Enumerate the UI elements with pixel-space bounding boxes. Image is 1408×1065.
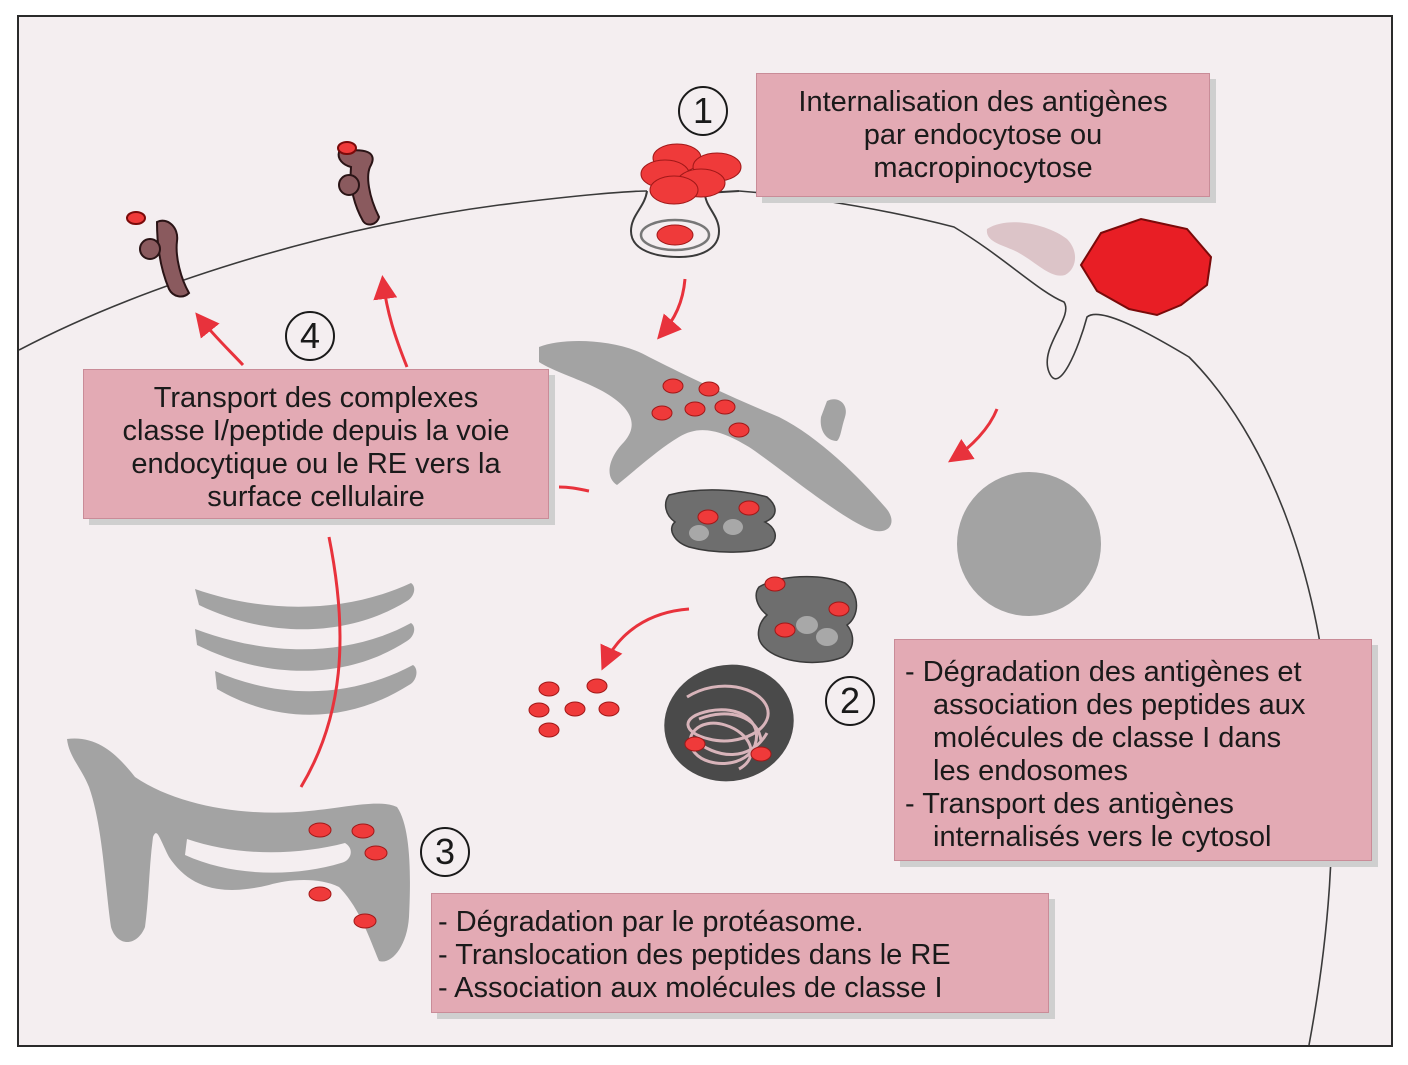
- step-4-line: surface cellulaire: [207, 481, 425, 513]
- mhc-complex: [126, 211, 191, 298]
- early-endosome: [539, 341, 892, 532]
- step-1-line: par endocytose ou: [863, 119, 1103, 151]
- step-2-line: internalisés vers le cytosol: [933, 821, 1272, 853]
- proteasome-compartment: [664, 664, 794, 782]
- transport-arrows: [195, 275, 999, 671]
- step-3-line: - Association aux molécules de classe I: [438, 972, 943, 1004]
- step-4-line: classe I/peptide depuis la voie: [122, 415, 510, 447]
- antigen-cluster: [640, 143, 742, 205]
- step-4-line: Transport des complexes: [153, 382, 479, 414]
- cell-membrane: [19, 190, 648, 351]
- step-2-line: molécules de classe I dans: [933, 722, 1282, 754]
- endocytic-pit: [629, 190, 740, 259]
- step-3-line: - Dégradation par le protéasome.: [438, 906, 864, 938]
- step-number-3: 3: [420, 827, 470, 877]
- step-number-2: 2: [825, 676, 875, 726]
- mhc-complex: [337, 141, 381, 226]
- antigen-peptides: [308, 378, 850, 929]
- step-1-line: Internalisation des antigènes: [798, 86, 1168, 118]
- nucleus: [957, 472, 1101, 616]
- step-number-1: 1: [678, 86, 728, 136]
- step-4-line: endocytique ou le RE vers la: [131, 448, 501, 480]
- step-1-label: Internalisation des antigènes par endocy…: [756, 73, 1210, 197]
- step-3-line: - Translocation des peptides dans le RE: [438, 939, 951, 971]
- golgi-apparatus: [195, 583, 417, 715]
- step-2-label: - Dégradation des antigènes et associati…: [894, 639, 1372, 861]
- step-3-label: - Dégradation par le protéasome. - Trans…: [431, 893, 1049, 1013]
- large-antigen: [1079, 217, 1213, 317]
- step-4-label: Transport des complexes classe I/peptide…: [83, 369, 549, 519]
- transport-lines: [299, 485, 590, 788]
- step-number-4: 4: [285, 311, 335, 361]
- late-endosome: [664, 489, 776, 553]
- endosome-fragment: [820, 399, 846, 441]
- macropinosome-vesicle: [986, 222, 1076, 276]
- step-2-line: association des peptides aux: [933, 689, 1306, 721]
- er-lumen: [185, 839, 351, 873]
- diagram-artwork: [19, 141, 1333, 1045]
- step-2-line: - Transport des antigènes: [905, 788, 1234, 820]
- lysosome-like-endosome: [755, 575, 858, 664]
- endoplasmic-reticulum: [67, 738, 410, 962]
- step-1-line: macropinocytose: [873, 152, 1093, 184]
- diagram-frame: 1 2 3 4 Internalisation des antigènes pa…: [17, 15, 1393, 1047]
- step-2-line: - Dégradation des antigènes et: [905, 656, 1302, 688]
- step-2-line: les endosomes: [933, 755, 1129, 787]
